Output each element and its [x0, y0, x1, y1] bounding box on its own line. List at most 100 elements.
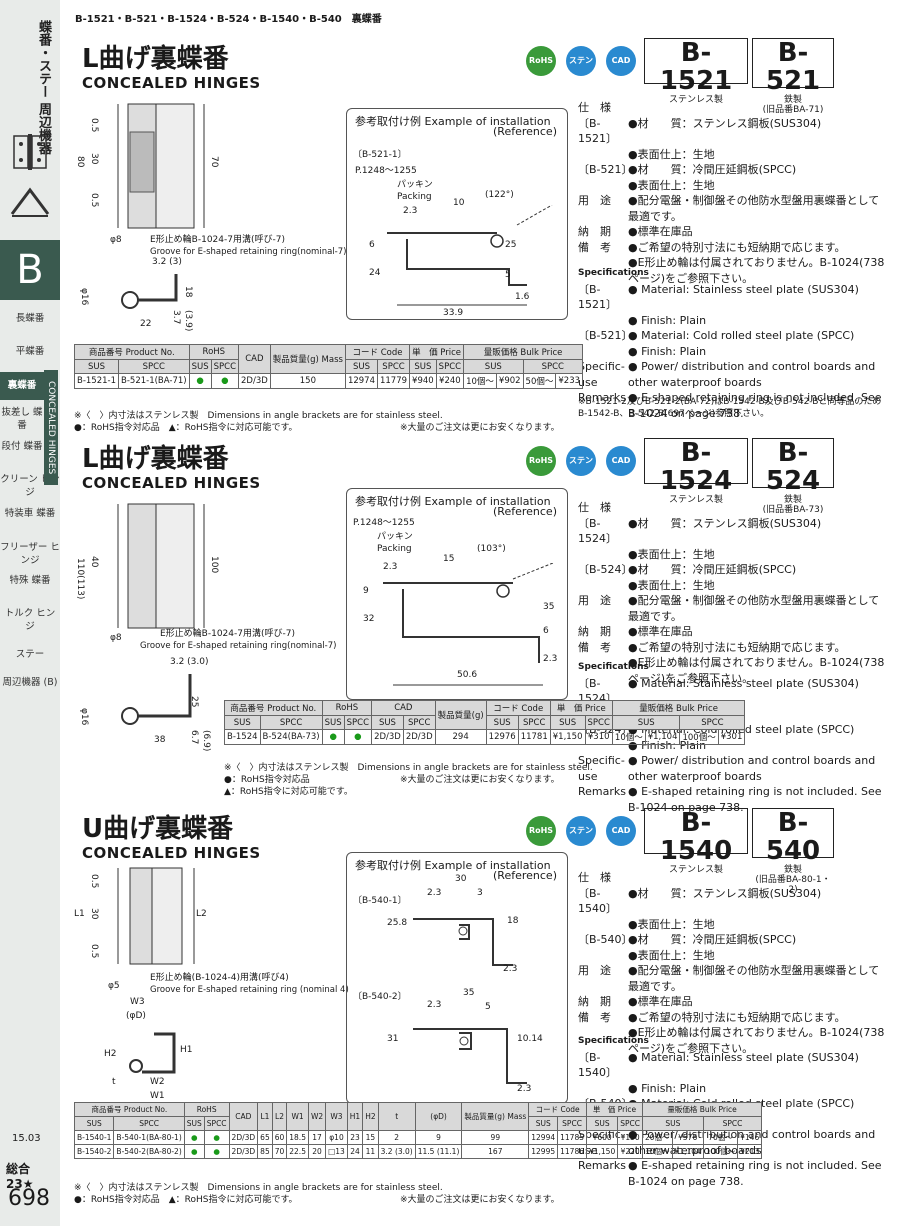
- table-note: ※大量のご注文は更にお安くなります。: [400, 775, 560, 785]
- dim-label: 100: [209, 556, 219, 574]
- hinge-drawing: [117, 503, 205, 629]
- category-label: 蝶番・ステー 周辺機器: [36, 20, 51, 155]
- dim-label: 0.5: [89, 874, 99, 889]
- section-b1540: U曲げ裏蝶番 CONCEALED HINGES RoHS ステンレス CAD B…: [70, 808, 892, 1226]
- table-note: ▲：RoHS指令に対応可能です。: [224, 787, 353, 797]
- installation-example: 参考取付け例 Example of installation (Referenc…: [346, 488, 568, 700]
- product-code-spcc: B-524 鉄製 (旧品番BA-73): [752, 438, 834, 515]
- table-note: ※大量のご注文は更にお安くなります。: [400, 423, 560, 433]
- dim-label: 70: [209, 156, 219, 168]
- installation-drawing-2: [413, 1028, 527, 1084]
- dim-label: 0.5: [89, 944, 99, 959]
- groove-note-jp: E形止め輪B-1024-7用溝(呼び-7): [160, 629, 295, 639]
- dim-label: 25: [189, 696, 199, 708]
- dim-label: φ8: [110, 235, 122, 245]
- table-note: ●：RoHS指令対応品 ▲：RoHS指令に対応可能です。: [74, 423, 298, 433]
- stainless-badge: ステンレス: [566, 46, 596, 95]
- dim-label: (3.9): [183, 310, 193, 332]
- installation-drawing: [387, 205, 553, 306]
- dim-label: W1: [150, 1091, 165, 1101]
- sidebar-item-long-hinge[interactable]: 長蝶番: [15, 313, 45, 324]
- hinge-side-drawing: [129, 1032, 176, 1074]
- hinge-side-drawing: [121, 674, 192, 725]
- dim-label: 3.2 (3): [152, 257, 182, 267]
- product-table: 商品番号 Product No. RoHS CAD L1 L2 W1 W2 W3…: [73, 1102, 763, 1159]
- sidebar-item-flat-hinge[interactable]: 平蝶番: [15, 346, 45, 357]
- installation-example: 参考取付け例 Example of installation (Referenc…: [346, 108, 568, 320]
- section-title-en: CONCEALED HINGES: [82, 74, 261, 92]
- groove-note-en: Groove for E-shaped retaining ring (nomi…: [150, 985, 349, 995]
- spec-jp: 仕 様 〔B-1521〕●材 質：ステンレス鋼板(SUS304) ●表面仕上：生…: [578, 101, 885, 285]
- table-note: ●：RoHS指令対応品 ▲：RoHS指令に対応可能です。: [74, 1195, 298, 1205]
- cad-badge: CAD: [606, 816, 636, 846]
- dim-label: 22: [140, 319, 152, 329]
- stainless-badge: ステンレス: [566, 446, 596, 495]
- dim-label: H1: [180, 1045, 193, 1055]
- extra-note: ※B-1521-2及びB-521-2(BA-72)はB-1542-B及びB-54…: [578, 397, 882, 419]
- groove-note-en: Groove for E-shaped retaining ring(nomin…: [150, 247, 347, 257]
- dim-label: 38: [154, 735, 166, 745]
- section-title-jp: U曲げ裏蝶番: [82, 814, 234, 844]
- sidebar-item-special-hinge[interactable]: 特殊 蝶番: [9, 575, 51, 586]
- table-note: ※〈 〉内寸法はステンレス製 Dimensions in angle brack…: [74, 1183, 443, 1193]
- spec-jp: 仕 様 〔B-1540〕●材 質：ステンレス鋼板(SUS304) ●表面仕上：生…: [578, 871, 885, 1055]
- product-table: 商品番号 Product No. RoHS CAD 製品質量(g) Mass コ…: [73, 344, 584, 389]
- dim-label: 18: [183, 286, 193, 298]
- sidebar-vertical-label: CONCEALED HINGES: [44, 370, 58, 485]
- dim-label: 110(113): [75, 558, 85, 600]
- section-b1524: L曲げ裏蝶番 CONCEALED HINGES RoHS ステンレス CAD B…: [70, 438, 892, 814]
- stainless-badge: ステンレス: [566, 816, 596, 865]
- sidebar-item-vehicle-hinge[interactable]: 特装車 蝶番: [4, 508, 56, 519]
- dim-label: (φD): [126, 1011, 146, 1021]
- dim-label: 30: [89, 153, 99, 165]
- dim-label: φ5: [108, 981, 120, 991]
- section-title-jp: L曲げ裏蝶番: [82, 444, 229, 474]
- hinge-side-drawing: [121, 274, 178, 309]
- dim-label: W2: [150, 1077, 165, 1087]
- installation-drawing-1: [413, 918, 513, 966]
- product-code-sus: B-1524 ステンレス製: [644, 438, 748, 505]
- sidebar-item-step-hinge[interactable]: 段付 蝶番: [1, 441, 43, 452]
- dim-label: 0.5: [89, 118, 99, 133]
- dim-label: (6.9): [201, 730, 211, 752]
- sidebar-item-freezer-hinge[interactable]: フリーザー ヒンジ: [0, 542, 60, 566]
- sidebar-item-stay[interactable]: ステー: [15, 649, 45, 660]
- dim-label: 6.7: [189, 730, 199, 745]
- page-number: 698: [8, 1186, 50, 1211]
- cad-badge: CAD: [606, 46, 636, 76]
- rohs-badge: RoHS: [526, 446, 556, 476]
- sidebar-item-concealed-hinge[interactable]: 裏蝶番: [0, 372, 44, 400]
- table-note: ※大量のご注文は更にお安くなります。: [400, 1195, 560, 1205]
- dim-label: 30: [89, 908, 99, 920]
- sidebar-item-clean-hinge[interactable]: クリーン ヒンジ: [0, 474, 60, 498]
- hinge-icon: [6, 130, 54, 174]
- section-b1521: L曲げ裏蝶番 CONCEALED HINGES RoHS ステンレス CAD B…: [70, 38, 892, 436]
- groove-note-jp: E形止め輪B-1024-7用溝(呼び-7): [150, 235, 285, 245]
- table-note: ●：RoHS指令対応品: [224, 775, 310, 785]
- sidebar-item-torque-hinge[interactable]: トルク ヒンジ: [4, 608, 56, 632]
- product-table: 商品番号 Product No. RoHS CAD 製品質量(g) コード Co…: [224, 700, 746, 745]
- dim-label: 40: [89, 556, 99, 568]
- dim-label: t: [112, 1077, 116, 1087]
- hinge-drawing: [117, 867, 195, 965]
- product-code-sus: B-1540 ステンレス製: [644, 808, 748, 875]
- table-note: ※〈 〉内寸法はステンレス製 Dimensions in angle brack…: [74, 411, 443, 421]
- sidebar-item-liftoff-hinge[interactable]: 抜差し 蝶番: [1, 407, 43, 431]
- dim-label: L1: [74, 909, 85, 919]
- sidebar: 蝶番・ステー 周辺機器 B 長蝶番 平蝶番 裏蝶番 抜差し 蝶番 段付 蝶番 ク…: [0, 0, 60, 1226]
- dim-label: φ8: [110, 633, 122, 643]
- section-letter: B: [0, 240, 60, 300]
- dim-label: 0.5: [89, 193, 99, 208]
- installation-drawing: [383, 563, 554, 686]
- dim-label: 80: [75, 156, 85, 168]
- section-title-en: CONCEALED HINGES: [82, 474, 261, 492]
- rohs-badge: RoHS: [526, 46, 556, 76]
- spec-jp: 仕 様 〔B-1524〕●材 質：ステンレス鋼板(SUS304) ●表面仕上：生…: [578, 501, 885, 685]
- dim-label: 3.7: [171, 310, 181, 325]
- page-header: B-1521・B-521・B-1524・B-524・B-1540・B-540 裏…: [75, 14, 382, 25]
- sidebar-item-peripheral[interactable]: 周辺機器 (B): [2, 677, 58, 688]
